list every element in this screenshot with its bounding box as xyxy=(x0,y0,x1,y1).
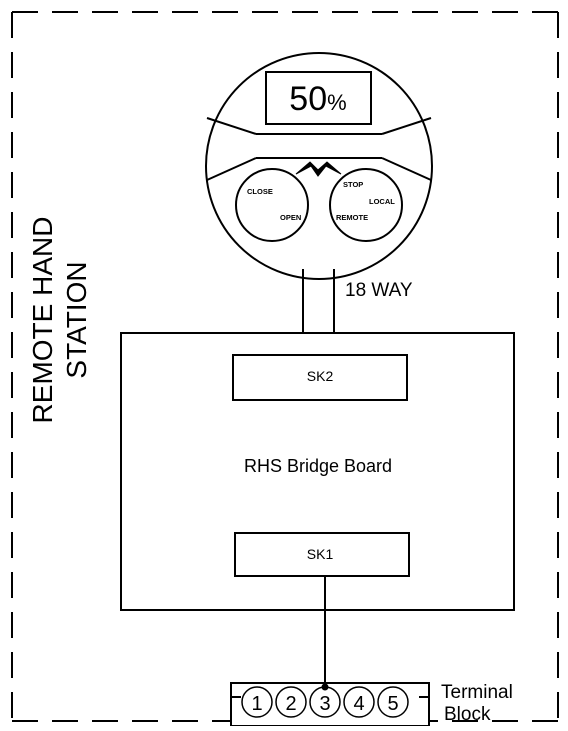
wire-connection-dot xyxy=(321,683,329,691)
close-open-knob[interactable] xyxy=(235,168,309,242)
cable-18-way xyxy=(302,269,335,333)
knob-close-label: CLOSE xyxy=(247,187,273,196)
sk2-connector xyxy=(232,354,408,401)
terminal-3-label: 3 xyxy=(319,693,330,715)
terminal-2: 2 xyxy=(275,686,307,718)
terminal-block-label-line1: Terminal xyxy=(441,682,513,703)
knob-stop-label: STOP xyxy=(343,180,363,189)
board-title: RHS Bridge Board xyxy=(244,456,392,476)
terminal-1-label: 1 xyxy=(251,693,262,715)
terminal-5-label: 5 xyxy=(387,693,398,715)
terminal-4-label: 4 xyxy=(353,693,364,715)
stop-local-remote-knob[interactable] xyxy=(329,168,403,242)
terminal-5: 5 xyxy=(377,686,409,718)
enclosure-label-line1: REMOTE HAND xyxy=(27,217,58,424)
sk1-label: SK1 xyxy=(307,546,334,562)
enclosure-boundary xyxy=(11,11,560,726)
sk1-connector xyxy=(234,532,410,577)
terminal-2-label: 2 xyxy=(285,693,296,715)
knob-local-label: LOCAL xyxy=(369,197,395,206)
terminal-3: 3 xyxy=(309,686,341,718)
enclosure-label-line2: STATION xyxy=(61,261,92,378)
enclosure-label: REMOTE HAND STATION xyxy=(27,217,92,424)
terminal-1: 1 xyxy=(241,686,273,718)
cable-label: 18 WAY xyxy=(345,280,413,301)
knob-open-label: OPEN xyxy=(280,213,301,222)
display-number: 50 xyxy=(289,80,327,118)
terminal-block-label-line2: Block xyxy=(444,704,491,725)
display-unit: % xyxy=(327,90,347,115)
indicator-arrow-icon xyxy=(295,161,342,177)
display-window xyxy=(265,71,372,125)
display-value: 50% xyxy=(289,80,346,118)
terminal-4: 4 xyxy=(343,686,375,718)
knob-remote-label: REMOTE xyxy=(336,213,368,222)
sk2-label: SK2 xyxy=(307,368,334,384)
